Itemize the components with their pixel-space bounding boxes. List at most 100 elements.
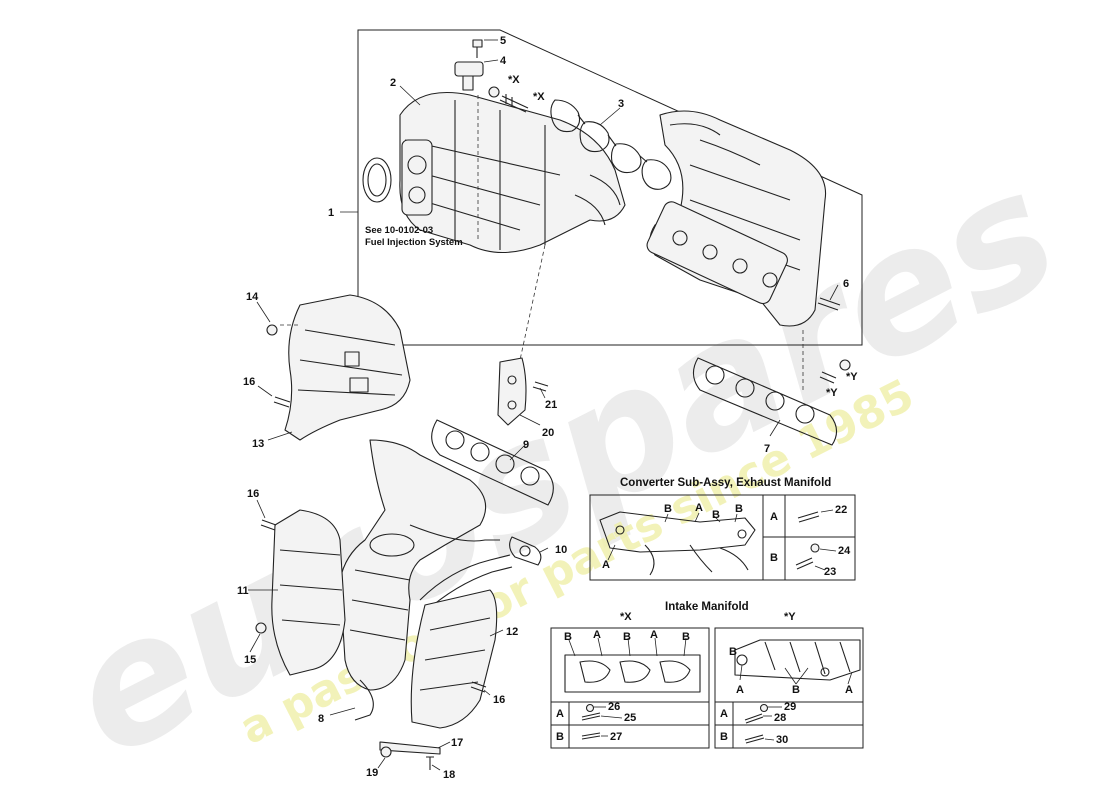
callout-7: 7 [764, 443, 770, 455]
callout-labels: 5 4 2 3 *X *X 1 6 14 16 13 21 20 9 *Y *Y… [237, 35, 858, 781]
intake-num-28: 28 [774, 712, 786, 724]
note-line-2: Fuel Injection System [365, 237, 463, 248]
intake-num-26: 26 [608, 701, 620, 713]
intake-x-row-b: B [556, 731, 564, 743]
lower-heat-shield-11 [271, 509, 346, 676]
bracket-20 [497, 357, 527, 426]
intake-bolt-27 [581, 732, 601, 740]
conv-label-a2: A [695, 502, 703, 514]
intake-y-label-b1: B [729, 646, 737, 658]
intake-y-label-b2: B [792, 684, 800, 696]
bolt-18 [426, 756, 434, 770]
throttle-gasket-ring [362, 157, 392, 203]
intake-y-row-a: A [720, 708, 728, 720]
conv-num-24: 24 [838, 545, 851, 557]
upper-heat-shield [284, 294, 411, 441]
callout-16a: 16 [243, 376, 255, 388]
intake-x-label-b1: B [564, 631, 572, 643]
callout-9: 9 [523, 439, 529, 451]
flange-gasket-10 [509, 536, 542, 566]
callout-x2: *X [533, 91, 545, 103]
intake-x-label-b2: B [623, 631, 631, 643]
callout-y2: *Y [826, 387, 838, 399]
intake-num-25: 25 [624, 712, 636, 724]
callout-x1: *X [508, 74, 520, 86]
callout-11: 11 [237, 585, 249, 597]
exhaust-gasket [431, 419, 554, 506]
intake-stud-25 [581, 712, 601, 721]
note-line-1: See 10-0102-03 [365, 225, 433, 236]
callout-10: 10 [555, 544, 567, 556]
leader-lines [248, 39, 839, 771]
lower-intake-manifold [646, 110, 827, 327]
lower-heat-shield-12 [410, 589, 498, 729]
conv-label-b1: B [664, 503, 672, 515]
sensor-bolt [472, 39, 483, 58]
intake-y-label-a1: A [736, 684, 744, 696]
bolt-21 [532, 381, 549, 392]
intake-y-tag: *Y [784, 611, 796, 623]
callout-14: 14 [246, 291, 259, 303]
callout-20: 20 [542, 427, 554, 439]
callout-13: 13 [252, 438, 264, 450]
converter-title: Converter Sub-Assy, Exhaust Manifold [620, 477, 831, 489]
conv-bolt-22 [797, 511, 820, 523]
callout-6: 6 [843, 278, 849, 290]
callout-8: 8 [318, 713, 324, 725]
callout-3: 3 [618, 98, 624, 110]
alignment-lines [280, 95, 804, 390]
intake-x-label-b3: B [682, 631, 690, 643]
callout-y1: *Y [846, 371, 858, 383]
intake-nut-29 [759, 703, 769, 713]
nut-y [839, 359, 851, 371]
bolt-16b [260, 519, 277, 531]
intake-detail-panel: Intake Manifold *X B A B A B A B 26 25 2… [550, 601, 864, 749]
conv-label-a-left: A [602, 559, 610, 571]
conv-num-22: 22 [835, 504, 847, 516]
callout-5: 5 [500, 35, 506, 47]
intake-manifold-body [399, 92, 626, 253]
nut-19 [380, 746, 392, 758]
callout-18: 18 [443, 769, 455, 781]
callout-1: 1 [328, 207, 334, 219]
exhaust-manifold-converter [339, 439, 500, 721]
intake-x-tag: *X [620, 611, 632, 623]
callout-21: 21 [545, 399, 557, 411]
intake-gasket-7 [692, 357, 838, 446]
bolt-16a [273, 396, 291, 408]
intake-num-29: 29 [784, 701, 796, 713]
intake-title: Intake Manifold [665, 601, 749, 613]
callout-17: 17 [451, 737, 463, 749]
conv-stud-23 [795, 557, 814, 570]
conv-label-b3: B [735, 503, 743, 515]
intake-nut-26 [585, 703, 595, 713]
intake-bolt-30 [744, 734, 765, 744]
intake-y-row-b: B [720, 731, 728, 743]
converter-detail-panel: Converter Sub-Assy, Exhaust Manifold A B… [589, 477, 856, 581]
conv-row-b: B [770, 552, 778, 564]
conv-nut-24 [810, 543, 820, 553]
intake-x-row-a: A [556, 708, 564, 720]
intake-gasket [550, 99, 672, 190]
callout-16c: 16 [493, 694, 505, 706]
callout-16b: 16 [247, 488, 259, 500]
conv-num-23: 23 [824, 566, 836, 578]
callout-19: 19 [366, 767, 378, 779]
intake-assembly-frame [357, 29, 863, 346]
intake-y-label-a2: A [845, 684, 853, 696]
callout-15: 15 [244, 654, 256, 666]
callout-12: 12 [506, 626, 518, 638]
callout-2: 2 [390, 77, 396, 89]
nut-15 [255, 622, 267, 634]
conv-label-b2: B [712, 509, 720, 521]
intake-x-label-a2: A [650, 629, 658, 641]
stud-6 [817, 297, 841, 311]
intake-stud-28 [744, 713, 764, 724]
callout-4: 4 [500, 55, 507, 67]
intake-num-27: 27 [610, 731, 622, 743]
conv-row-a: A [770, 511, 778, 523]
stud-y [819, 371, 837, 384]
intake-x-label-a1: A [593, 629, 601, 641]
